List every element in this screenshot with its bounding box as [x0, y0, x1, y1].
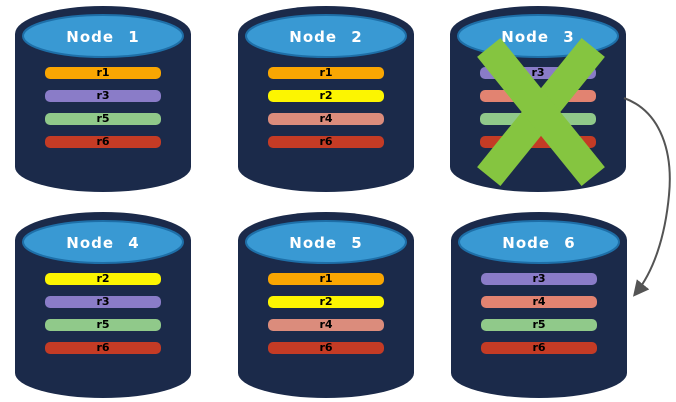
replica-bar: r3: [45, 90, 161, 102]
replica-list: r2 r3 r5 r6: [45, 273, 161, 365]
cylinder-top-ellipse: [22, 14, 184, 58]
node-title: Node 6: [502, 234, 576, 252]
replica-bar: r5: [45, 319, 161, 331]
replica-list: r3: [480, 67, 596, 159]
replica-bar: r2: [45, 273, 161, 285]
failover-arrow-path: [623, 97, 671, 297]
node-title: Node 1: [66, 28, 140, 46]
replica-bar: r1: [268, 67, 384, 79]
replica-list: r1 r2 r4 r6: [268, 67, 384, 159]
replica-list: r3 r4 r5 r6: [481, 273, 597, 365]
cylinder-top-ellipse: [22, 220, 184, 264]
cylinder-top-ellipse: [245, 14, 407, 58]
replica-bar: r5: [481, 319, 597, 331]
node-title: Node 3: [501, 28, 575, 46]
replica-bar: [480, 90, 596, 102]
replica-list: r1 r3 r5 r6: [45, 67, 161, 159]
replica-bar: r3: [480, 67, 596, 79]
replica-bar: r2: [268, 296, 384, 308]
node-6-cylinder: Node 6 r3 r4 r5 r6: [451, 212, 627, 398]
replica-bar: r3: [45, 296, 161, 308]
replica-bar: r4: [481, 296, 597, 308]
node-2-cylinder: Node 2 r1 r2 r4 r6: [238, 6, 414, 192]
replica-bar: r5: [45, 113, 161, 125]
replica-bar: r1: [268, 273, 384, 285]
replica-bar: r6: [268, 136, 384, 148]
replica-list: r1 r2 r4 r6: [268, 273, 384, 365]
replica-bar: r2: [268, 90, 384, 102]
replica-bar: r6: [481, 342, 597, 354]
node-3-cylinder: Node 3 r3: [450, 6, 626, 192]
node-title: Node 2: [289, 28, 363, 46]
cylinder-top-ellipse: [458, 220, 620, 264]
replica-bar: r1: [45, 67, 161, 79]
node-5-cylinder: Node 5 r1 r2 r4 r6: [238, 212, 414, 398]
node-1-cylinder: Node 1 r1 r3 r5 r6: [15, 6, 191, 192]
replica-bar: r6: [268, 342, 384, 354]
replica-bar: r4: [268, 319, 384, 331]
node-title: Node 5: [289, 234, 363, 252]
replica-bar: [480, 113, 596, 125]
node-title: Node 4: [66, 234, 140, 252]
cylinder-top-ellipse: [245, 220, 407, 264]
replica-bar: r6: [45, 342, 161, 354]
replica-bar: r6: [45, 136, 161, 148]
replica-bar: r3: [481, 273, 597, 285]
replica-bar: r4: [268, 113, 384, 125]
node-4-cylinder: Node 4 r2 r3 r5 r6: [15, 212, 191, 398]
replica-bar: [480, 136, 596, 148]
